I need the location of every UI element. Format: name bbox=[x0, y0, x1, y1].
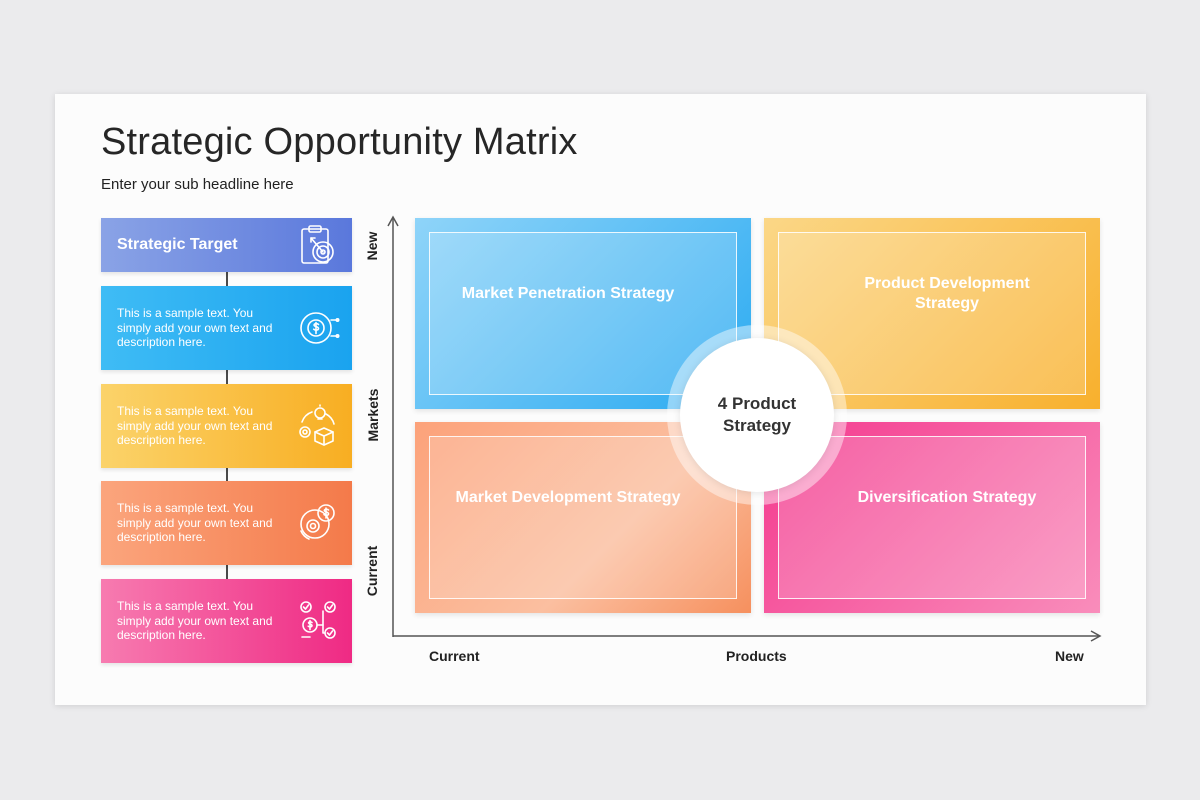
page-subtitle: Enter your sub headline here bbox=[101, 176, 294, 193]
checklist-dollar-icon bbox=[300, 601, 336, 639]
target-clipboard-icon bbox=[301, 225, 334, 264]
x-axis-right-label: New bbox=[1055, 648, 1084, 664]
sample-card-2: This is a sample text. You simply add yo… bbox=[101, 384, 352, 468]
strategic-target-label: Strategic Target bbox=[117, 236, 238, 253]
strategic-target-header: Strategic Target bbox=[101, 218, 352, 272]
quadrant-label: Market Development Strategy bbox=[455, 488, 681, 506]
center-circle: 4 Product Strategy bbox=[680, 338, 834, 492]
card-text: This is a sample text. You simply add yo… bbox=[117, 599, 273, 642]
y-axis-bottom-label: Current bbox=[364, 545, 380, 597]
card-text: This is a sample text. You simply add yo… bbox=[117, 306, 273, 349]
y-axis-arrowhead bbox=[387, 215, 399, 227]
y-axis-title: Markets bbox=[365, 388, 381, 442]
y-axis-top-label: New bbox=[364, 231, 380, 261]
gear-dollar-icon bbox=[300, 504, 335, 540]
dollar-gear-icon bbox=[300, 312, 340, 344]
x-axis-left-label: Current bbox=[429, 648, 480, 664]
sample-card-4: This is a sample text. You simply add yo… bbox=[101, 579, 352, 663]
quadrant-label: Product Development Strategy bbox=[864, 274, 1030, 312]
quadrant-label: Market Penetration Strategy bbox=[461, 284, 675, 302]
sample-card-1: This is a sample text. You simply add yo… bbox=[101, 286, 352, 370]
card-text: This is a sample text. You simply add yo… bbox=[117, 404, 273, 447]
quadrant-label: Diversification Strategy bbox=[857, 488, 1037, 506]
idea-box-icon bbox=[299, 404, 335, 446]
center-label: 4 Product Strategy bbox=[717, 394, 797, 435]
quadrant-product-development: Product Development Strategy bbox=[764, 218, 1100, 409]
page-title: Strategic Opportunity Matrix bbox=[101, 121, 578, 163]
card-text: This is a sample text. You simply add yo… bbox=[117, 501, 273, 544]
x-axis-title: Products bbox=[726, 648, 787, 664]
sample-card-3: This is a sample text. You simply add yo… bbox=[101, 481, 352, 565]
x-axis-arrowhead bbox=[1090, 630, 1102, 642]
slide: Strategic Opportunity Matrix Enter your … bbox=[55, 94, 1146, 705]
quadrant-market-development: Market Development Strategy bbox=[415, 422, 751, 613]
